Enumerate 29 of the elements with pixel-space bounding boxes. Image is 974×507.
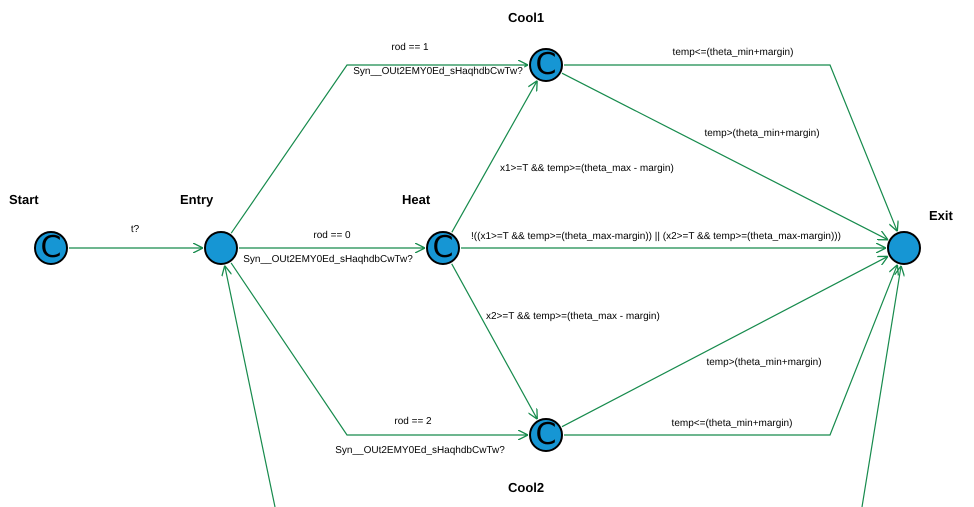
location-name: Heat <box>402 192 430 208</box>
transition-arrow <box>461 242 887 254</box>
transition-arrow <box>221 264 276 507</box>
sync-label: Syn__OUt2EMY0Ed_sHaqhdbCwTw? <box>334 445 506 457</box>
committed-mark: C <box>536 50 556 80</box>
guard-label: temp<=(theta_min+margin) <box>670 418 794 430</box>
transition-arrow <box>230 262 529 441</box>
location-name: Entry <box>180 192 214 208</box>
location-name: Exit <box>929 208 953 224</box>
committed-mark: C <box>40 233 62 263</box>
sync-label: Syn__OUt2EMY0Ed_sHaqhdbCwTw? <box>242 254 414 266</box>
location-name: Cool1 <box>508 10 544 26</box>
guard-label: temp<=(theta_min+margin) <box>672 47 794 59</box>
sync-label: Syn__OUt2EMY0Ed_sHaqhdbCwTw? <box>352 66 524 78</box>
committed-mark: C <box>536 420 556 450</box>
guard-label: x1>=T && temp>=(theta_max - margin) <box>499 163 675 175</box>
transition-arrow <box>451 80 538 233</box>
guard-label: temp>(theta_min+margin) <box>703 128 821 140</box>
transition-arrow <box>861 265 906 507</box>
transition-arrow <box>239 242 426 254</box>
location-name: Cool2 <box>508 480 544 496</box>
committed-mark: C <box>432 233 454 263</box>
transition-arrow <box>69 242 204 254</box>
guard-label: !((x1>=T && temp>=(theta_max-margin)) || (x2>=T && temp>=(theta_max-margin))) <box>470 231 842 243</box>
transition-arrow <box>230 59 529 234</box>
guard-label: temp>(theta_min+margin) <box>705 357 823 369</box>
guard-label: x2>=T && temp>=(theta_max - margin) <box>485 311 661 323</box>
transition-arrow <box>451 264 538 420</box>
location-name: Start <box>9 192 39 208</box>
